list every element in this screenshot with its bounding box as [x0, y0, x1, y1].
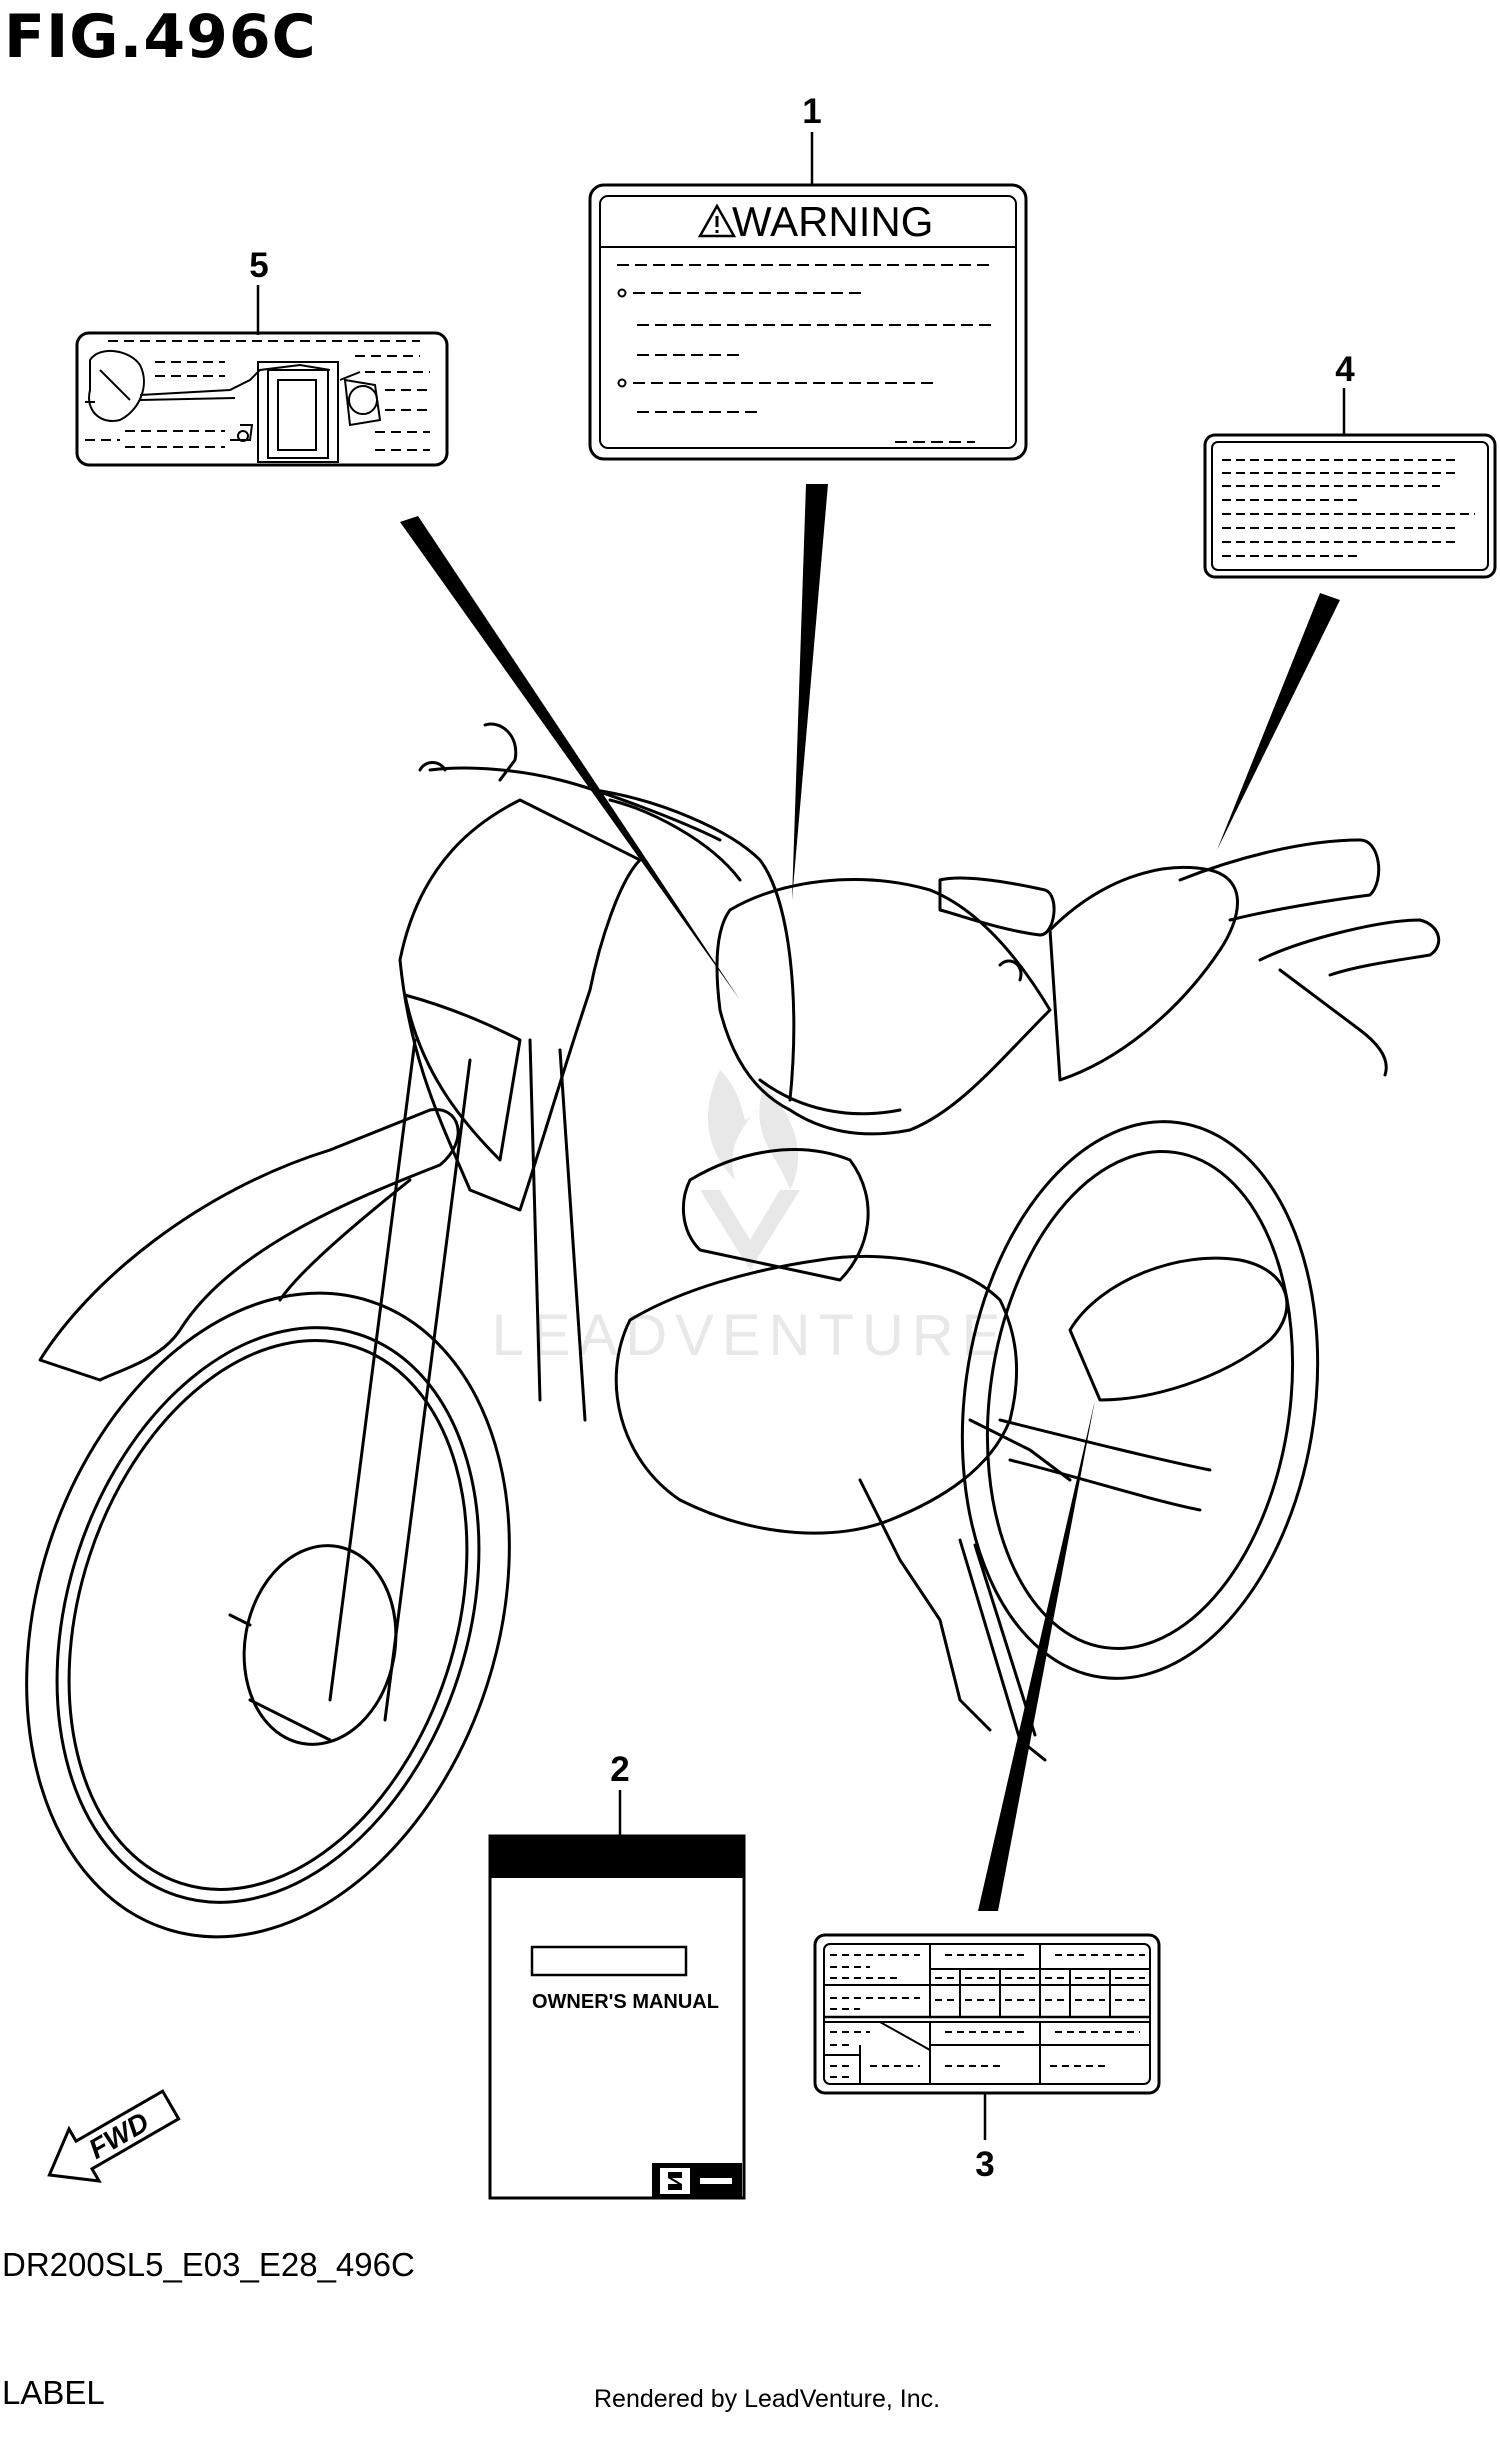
watermark: LEADVENTURE	[492, 1070, 1009, 1368]
manual-title: OWNER'S MANUAL	[532, 1991, 719, 2013]
warning-label	[588, 183, 1028, 461]
suzuki-logo-icon	[668, 2172, 682, 2190]
callout-2: 2	[610, 1750, 630, 1789]
callout-1: 1	[802, 92, 822, 131]
callout-lines	[256, 132, 1346, 2140]
model-code: DR200SL5_E03_E28_496C	[2, 2246, 415, 2283]
callout-3: 3	[975, 2145, 995, 2184]
information-label	[813, 1933, 1161, 2095]
emission-control-label	[75, 331, 449, 467]
warning-triangle-icon	[697, 203, 737, 238]
leader-line-3	[978, 1400, 1095, 1911]
watermark-text: LEADVENTURE	[492, 1303, 1009, 1368]
label-4	[1203, 433, 1497, 579]
owners-manual-booklet	[488, 1834, 746, 2200]
section-name: LABEL	[2, 2374, 105, 2411]
figure-title: FIG.496C	[4, 2, 317, 72]
leader-line-5	[400, 516, 740, 1000]
callout-4: 4	[1335, 350, 1355, 389]
canister-diagram-icon	[88, 349, 382, 463]
leader-line-1	[792, 484, 828, 900]
render-credit: Rendered by LeadVenture, Inc.	[594, 2385, 941, 2413]
warning-heading: WARNING	[732, 198, 933, 245]
leader-line-4	[1217, 593, 1340, 850]
motorcycle-outline	[25, 722, 1441, 1939]
forward-direction-icon: FWD	[47, 2089, 181, 2183]
leader-lines	[400, 484, 1340, 1911]
callout-5: 5	[249, 246, 269, 285]
